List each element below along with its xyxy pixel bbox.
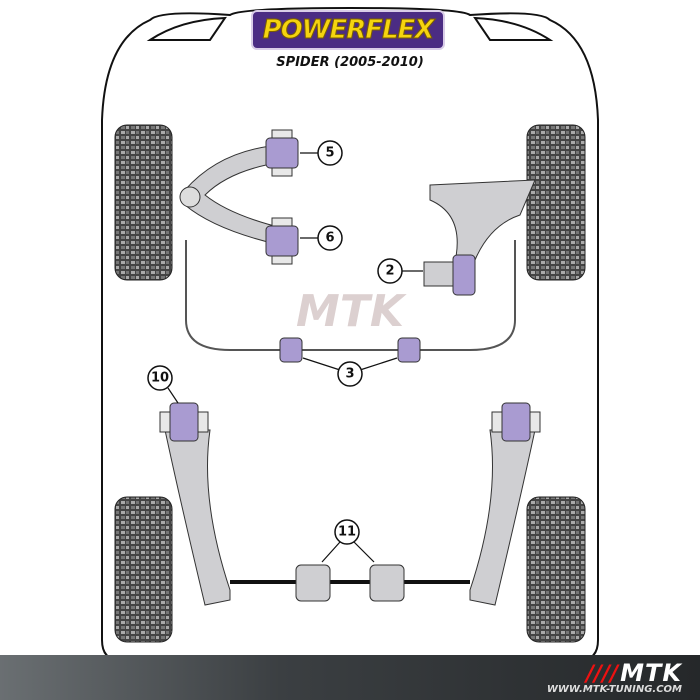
powerflex-logo: POWERFLEX	[251, 10, 445, 50]
right-mirror	[473, 16, 554, 41]
watermark-text: MTK	[296, 286, 407, 337]
rear-right-arm	[469, 429, 536, 606]
bush-10-left	[159, 402, 209, 442]
tyre-front-left	[114, 124, 173, 281]
bush-3-right	[397, 337, 421, 363]
svg-text:11: 11	[338, 525, 356, 540]
callout-6: 6	[317, 225, 343, 251]
bush-10-right	[491, 402, 541, 442]
svg-text:6: 6	[325, 231, 334, 246]
front-wishbone	[184, 144, 283, 246]
svg-text:2: 2	[385, 264, 394, 279]
mtk-logo: ////MTK WWW.MTK-TUNING.COM	[547, 659, 682, 695]
footer-bar: ////MTK WWW.MTK-TUNING.COM	[0, 655, 700, 700]
front-anti-roll-bar	[185, 240, 516, 351]
bush-3-left	[279, 337, 303, 363]
left-mirror	[146, 16, 227, 41]
footer-url: WWW.MTK-TUNING.COM	[546, 684, 682, 695]
callout-2: 2	[377, 258, 403, 284]
ball-joint	[179, 186, 201, 208]
tyre-rear-right	[526, 496, 586, 643]
bracket	[423, 261, 455, 287]
callout-10: 10	[147, 365, 173, 391]
bush-6	[265, 217, 299, 265]
svg-text:3: 3	[345, 367, 354, 382]
bush-5	[265, 129, 299, 177]
callout-11: 11	[334, 519, 360, 545]
leader-lines	[167, 152, 423, 563]
callout-3: 3	[337, 361, 363, 387]
tyre-rear-left	[114, 496, 173, 643]
logo-text: POWERFLEX	[262, 15, 435, 46]
svg-text:10: 10	[151, 371, 169, 386]
bush-2	[452, 254, 476, 296]
rear-left-arm	[164, 429, 231, 606]
mtk-logo-text: MTK	[620, 659, 682, 687]
callout-5: 5	[317, 140, 343, 166]
bush-11-left	[295, 564, 331, 602]
bush-11-right	[369, 564, 405, 602]
tyre-front-right	[526, 124, 586, 281]
svg-text:5: 5	[325, 146, 334, 161]
model-subtitle: SPIDER (2005-2010)	[276, 55, 424, 70]
stripes-icon: ////	[586, 662, 619, 687]
